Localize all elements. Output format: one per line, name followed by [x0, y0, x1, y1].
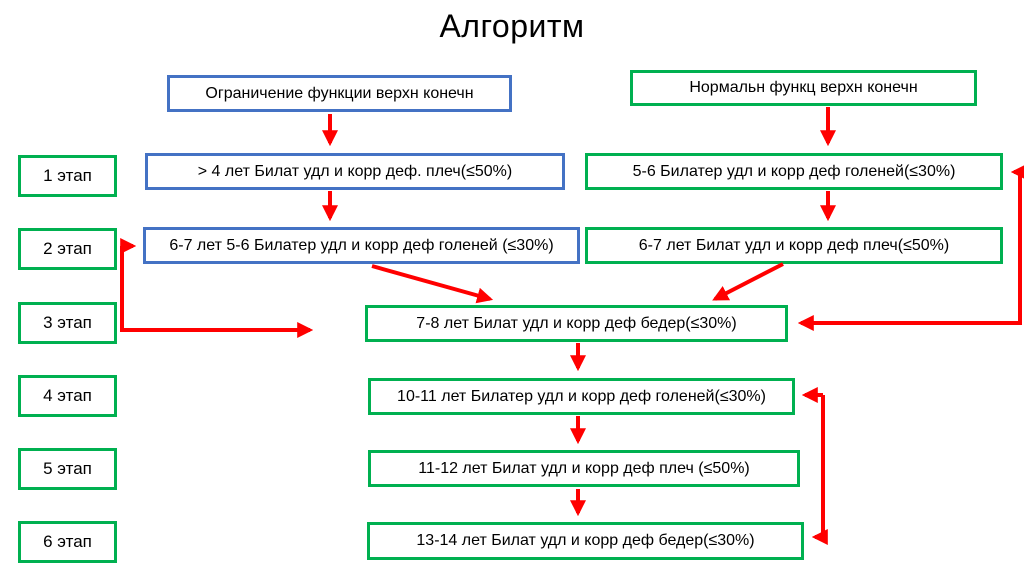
stage-label-5: 5 этап [18, 448, 117, 490]
stage-label-3: 3 этап [18, 302, 117, 344]
arrow-row2right-to-row3 [712, 262, 784, 301]
header-limited-upper-limb-function: Ограничение функции верхн конечн [167, 75, 512, 112]
flow-box-row1-left: > 4 лет Билат удл и корр деф. плеч(≤50%) [145, 153, 565, 190]
flow-box-row3: 7-8 лет Билат удл и корр деф бедер(≤30%) [365, 305, 788, 342]
stage-label-6: 6 этап [18, 521, 117, 563]
arrow-rightelbow-into-row6 [811, 395, 828, 545]
flow-box-row6: 13-14 лет Билат удл и корр деф бедер(≤30… [367, 522, 804, 560]
stage-label-2: 2 этап [18, 228, 117, 270]
stage-label-1: 1 этап [18, 155, 117, 197]
flow-box-row4: 10-11 лет Билатер удл и корр деф голеней… [368, 378, 795, 415]
page-title: Алгоритм [439, 8, 585, 44]
stage-label-4: 4 этап [18, 375, 117, 417]
arrow-row2left-to-row3 [371, 264, 494, 304]
flow-box-row2-right: 6-7 лет Билат удл и корр деф плеч(≤50%) [585, 227, 1003, 264]
header-normal-upper-limb-function: Нормальн функц верхн конечн [630, 70, 977, 106]
flow-box-row2-left: 6-7 лет 5-6 Билатер удл и корр деф голен… [143, 227, 580, 264]
flow-box-row1-right: 5-6 Билатер удл и корр деф голеней(≤30%) [585, 153, 1003, 190]
flow-box-row5: 11-12 лет Билат удл и корр деф плеч (≤50… [368, 450, 800, 487]
